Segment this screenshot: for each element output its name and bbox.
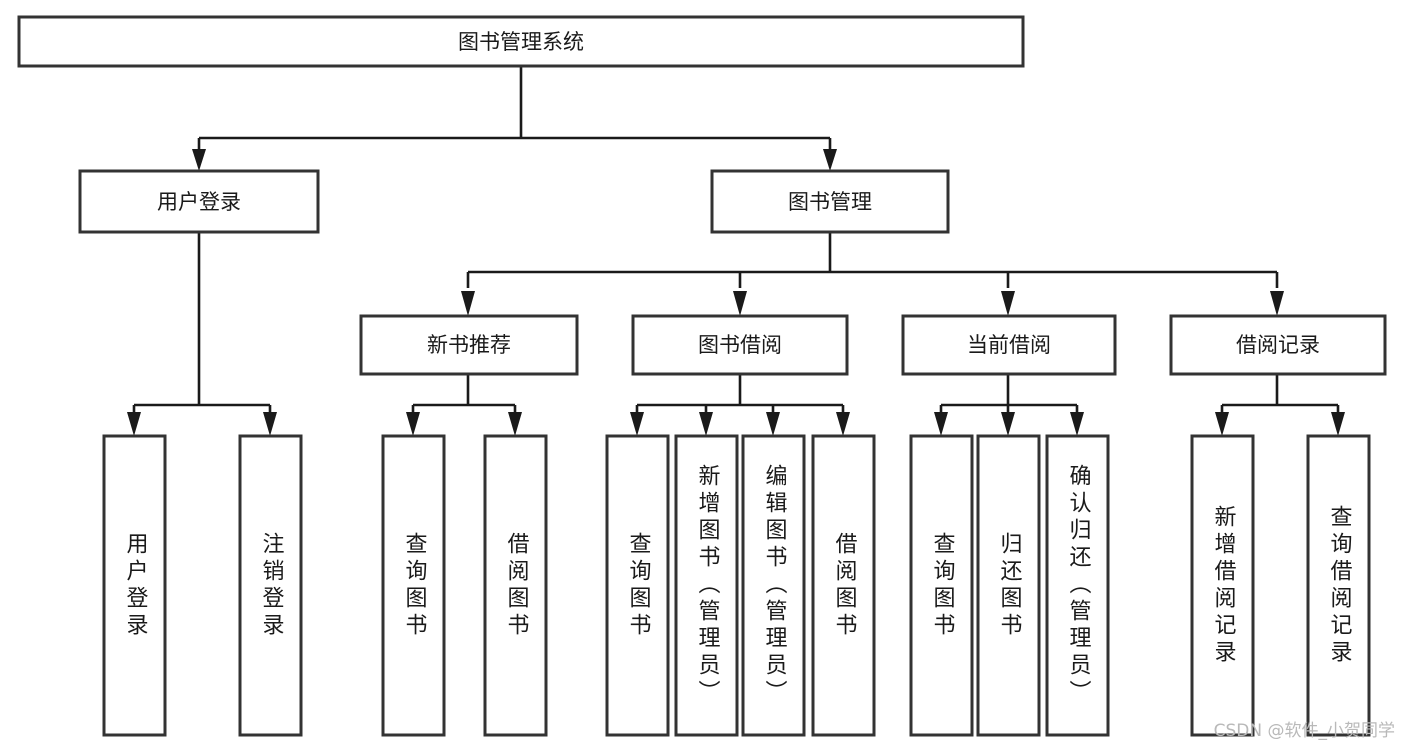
leaf-confirm-return-box[interactable] bbox=[1045, 434, 1110, 737]
leaf-add-book[interactable] bbox=[674, 434, 739, 737]
leaf-query-book-2[interactable] bbox=[605, 434, 670, 737]
leaf-borrow-book-1[interactable] bbox=[483, 434, 548, 737]
leaf-borrow-book-2-box[interactable] bbox=[811, 434, 876, 737]
node-user-login-box[interactable] bbox=[78, 169, 320, 234]
leaf-query-book-3[interactable] bbox=[909, 434, 974, 737]
arrow-head-leaf-add-record bbox=[1215, 412, 1229, 436]
node-book-management-box[interactable] bbox=[710, 169, 950, 234]
leaf-query-book-1-box[interactable] bbox=[381, 434, 446, 737]
node-root[interactable]: 图书管理系统 bbox=[17, 15, 1025, 68]
node-user-login[interactable]: 用户登录 bbox=[78, 169, 320, 234]
node-root-label: 图书管理系统 bbox=[458, 30, 584, 54]
arrow-head-leaf-confirm-return bbox=[1070, 412, 1084, 436]
node-root-box[interactable] bbox=[17, 15, 1025, 68]
connector-layer bbox=[127, 66, 1345, 436]
arrow-head-leaf-borrow-book-2 bbox=[836, 412, 850, 436]
node-borrow-record-box[interactable] bbox=[1169, 314, 1387, 376]
arrow-head-leaf-return-book bbox=[1001, 412, 1015, 436]
arrow-head-leaf-borrow-book-1 bbox=[508, 412, 522, 436]
arrow-head-borrow-record bbox=[1270, 291, 1284, 316]
leaf-user-login-box[interactable] bbox=[102, 434, 167, 737]
leaf-query-record-box[interactable] bbox=[1306, 434, 1371, 737]
leaf-logout-login-box[interactable] bbox=[238, 434, 303, 737]
node-book-borrow-box[interactable] bbox=[631, 314, 849, 376]
node-book-borrow[interactable]: 图书借阅 bbox=[631, 314, 849, 376]
node-borrow-record[interactable]: 借阅记录 bbox=[1169, 314, 1387, 376]
leaf-query-book-3-box[interactable] bbox=[909, 434, 974, 737]
leaf-edit-book-box[interactable] bbox=[741, 434, 806, 737]
node-borrow-record-label: 借阅记录 bbox=[1236, 333, 1320, 357]
node-new-book-recommend-box[interactable] bbox=[359, 314, 579, 376]
arrow-head-new-book-recommend bbox=[461, 291, 475, 316]
csdn-watermark: CSDN @软件_小贺同学 bbox=[1213, 721, 1395, 741]
leaf-query-book-1[interactable] bbox=[381, 434, 446, 737]
node-book-management[interactable]: 图书管理 bbox=[710, 169, 950, 234]
leaf-query-record[interactable] bbox=[1306, 434, 1371, 737]
arrow-head-book-management bbox=[823, 149, 837, 171]
arrow-head-current-borrow bbox=[1001, 291, 1015, 316]
arrow-head-leaf-add-book bbox=[699, 412, 713, 436]
leaf-query-book-2-box[interactable] bbox=[605, 434, 670, 737]
node-current-borrow-box[interactable] bbox=[901, 314, 1117, 376]
arrow-head-user-login bbox=[192, 149, 206, 171]
arrow-head-leaf-query-record bbox=[1331, 412, 1345, 436]
arrow-head-leaf-logout-login bbox=[263, 412, 277, 436]
arrow-head-leaf-query-book-2 bbox=[630, 412, 644, 436]
node-new-book-recommend[interactable]: 新书推荐 bbox=[359, 314, 579, 376]
leaf-user-login[interactable] bbox=[102, 434, 167, 737]
arrow-head-leaf-edit-book bbox=[766, 412, 780, 436]
leaf-borrow-book-1-box[interactable] bbox=[483, 434, 548, 737]
node-new-book-recommend-label: 新书推荐 bbox=[427, 333, 511, 357]
leaf-edit-book[interactable] bbox=[741, 434, 806, 737]
leaf-logout-login[interactable] bbox=[238, 434, 303, 737]
node-book-management-label: 图书管理 bbox=[788, 190, 872, 214]
arrow-head-leaf-query-book-3 bbox=[934, 412, 948, 436]
node-book-borrow-label: 图书借阅 bbox=[698, 333, 782, 357]
arrow-head-leaf-user-login bbox=[127, 412, 141, 436]
leaf-confirm-return[interactable] bbox=[1045, 434, 1110, 737]
leaf-add-record-box[interactable] bbox=[1190, 434, 1255, 737]
leaf-return-book[interactable] bbox=[976, 434, 1041, 737]
arrow-head-book-borrow bbox=[733, 291, 747, 316]
arrow-head-leaf-query-book-1 bbox=[406, 412, 420, 436]
leaf-borrow-book-2[interactable] bbox=[811, 434, 876, 737]
leaf-return-book-box[interactable] bbox=[976, 434, 1041, 737]
node-current-borrow[interactable]: 当前借阅 bbox=[901, 314, 1117, 376]
node-user-login-label: 用户登录 bbox=[157, 190, 241, 214]
leaf-add-book-box[interactable] bbox=[674, 434, 739, 737]
node-current-borrow-label: 当前借阅 bbox=[967, 333, 1051, 357]
leaf-add-record[interactable] bbox=[1190, 434, 1255, 737]
